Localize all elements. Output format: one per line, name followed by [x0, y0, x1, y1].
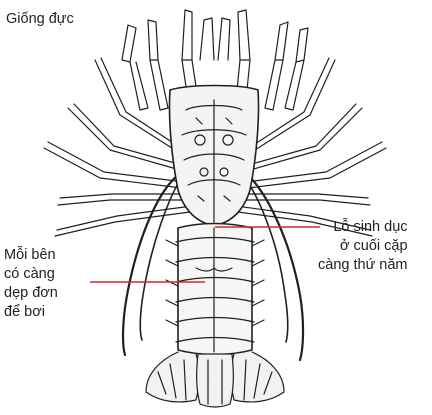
abdomen [166, 224, 264, 355]
cephalothorax [169, 86, 258, 227]
swimmeret-label-line-3: dẹp đơn [4, 284, 58, 303]
tail-fan [146, 352, 284, 407]
swimmeret-label-line-1: Mỗi bên [4, 246, 58, 265]
swimmeret-label-line-4: để bơi [4, 303, 58, 322]
legs-right [236, 58, 386, 236]
swimmeret-label-line-2: có càng [4, 265, 58, 284]
genital-opening-label-line-2: ở cuối cặp [318, 237, 408, 256]
legs-left [44, 58, 192, 236]
diagram-title: Giống đực [6, 10, 74, 29]
antenna-left [123, 175, 183, 355]
swimmeret-label: Mỗi bên có càng dẹp đơn để bơi [4, 246, 58, 322]
genital-opening-label-line-1: Lỗ sinh dục [318, 218, 408, 237]
genital-opening-label: Lỗ sinh dục ở cuối cặp càng thứ năm [318, 218, 408, 275]
genital-opening-label-line-3: càng thứ năm [318, 256, 408, 275]
